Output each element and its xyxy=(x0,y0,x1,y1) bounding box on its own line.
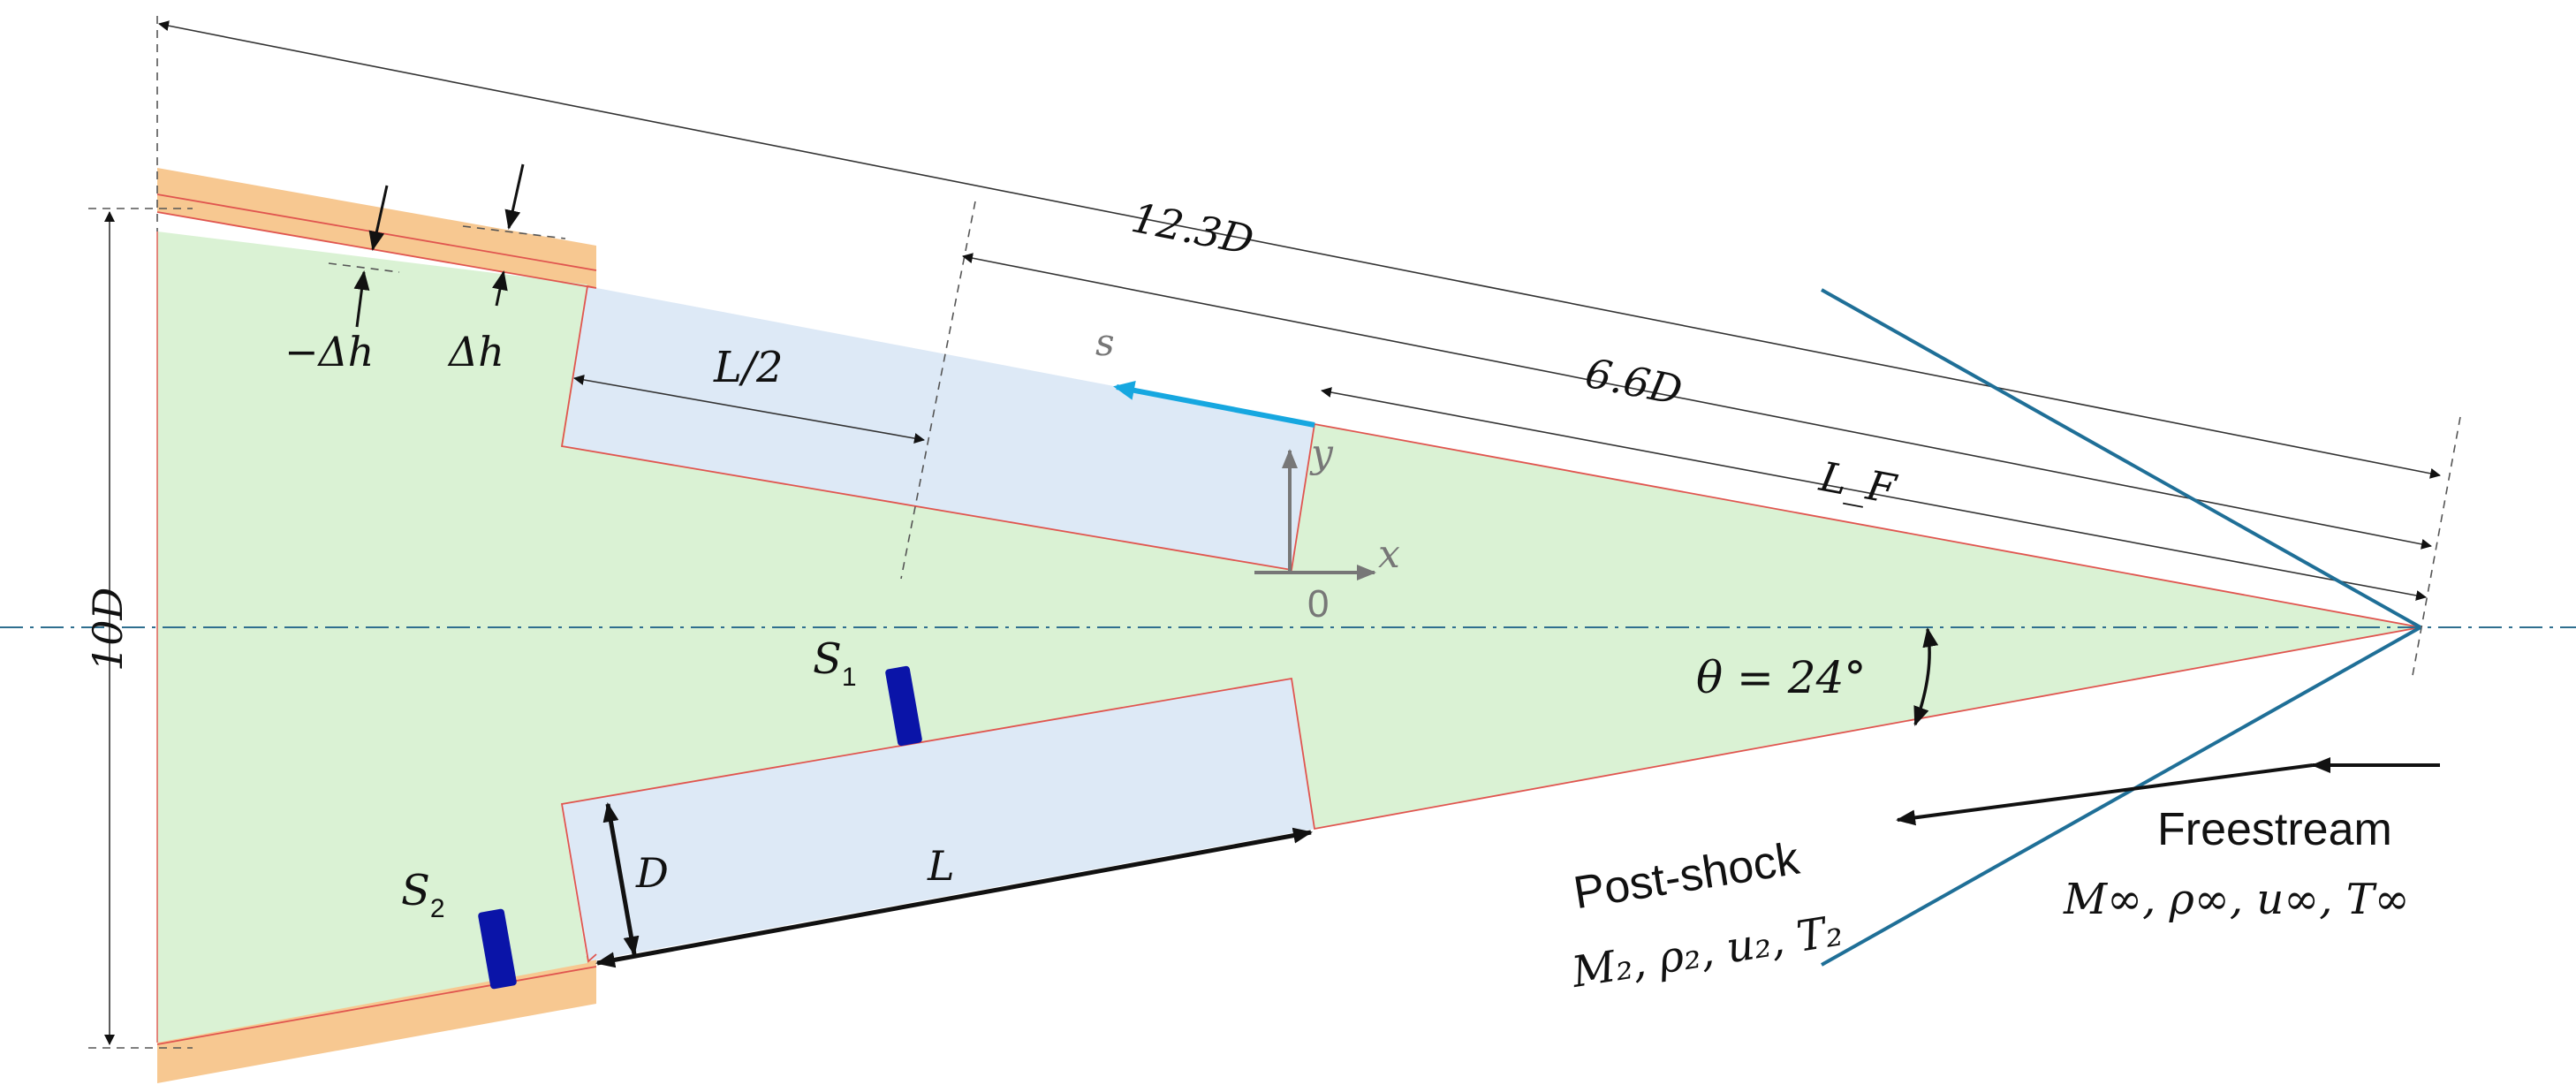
cone-body xyxy=(157,231,2421,1043)
label-freestream-vars: M∞, ρ∞, u∞, T∞ xyxy=(2063,875,2410,924)
label-post-shock-vars: M₂, ρ₂, u₂, T₂ xyxy=(1568,906,1846,998)
label-cavity-depth: D xyxy=(635,849,669,897)
label-s: s xyxy=(1095,321,1115,364)
dh-arrow-bot-1 xyxy=(353,270,370,328)
label-sensor-1: S1 xyxy=(813,634,857,692)
body-inner-line-bottom xyxy=(156,966,597,1045)
dh-arrow-top-1 xyxy=(368,185,389,251)
cavity-length-arrow xyxy=(595,827,1313,968)
label-freestream: Freestream xyxy=(2157,804,2392,855)
dh-arrow-bot-2 xyxy=(492,270,508,307)
cone-angle-arc xyxy=(1913,627,1939,726)
sensor-1 xyxy=(885,665,922,747)
label-origin: 0 xyxy=(1307,582,1329,626)
label-post-shock: Post-shock xyxy=(1570,833,1803,920)
label-neg-delta-h: −Δh xyxy=(284,328,374,376)
label-10d: 10D xyxy=(84,588,132,671)
label-cavity-length: L xyxy=(927,842,955,890)
label-6-6d: 6.6D xyxy=(1581,349,1686,414)
label-y: y xyxy=(1309,431,1334,476)
dim-half-cavity xyxy=(573,375,925,444)
label-angle: θ = 24° xyxy=(1696,652,1866,703)
post-shock-arrow xyxy=(1896,763,2314,826)
label-delta-h: Δh xyxy=(447,328,504,376)
dh-arrow-top-2 xyxy=(504,163,525,230)
nose-reference-line xyxy=(2411,416,2461,681)
label-12-3d: 12.3D xyxy=(1127,193,1257,264)
s-direction-arrow xyxy=(1113,380,1315,428)
shock-lower xyxy=(1821,626,2421,967)
shock-upper xyxy=(1821,288,2421,629)
sensor-2 xyxy=(478,908,517,990)
label-half-cavity: L/2 xyxy=(713,343,784,392)
dim-lf xyxy=(1321,387,2427,601)
label-sensor-2: S2 xyxy=(401,866,445,923)
label-x: x xyxy=(1378,532,1400,577)
label-lf: L_F xyxy=(1815,452,1901,513)
